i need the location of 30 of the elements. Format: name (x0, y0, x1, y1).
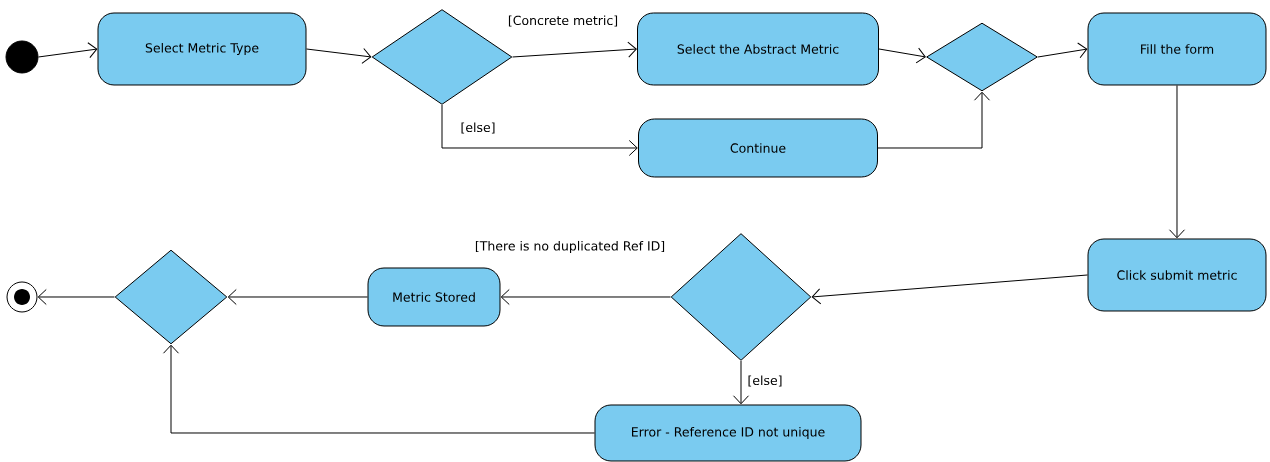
arrow (37, 289, 115, 305)
edge-label: [else] (746, 374, 784, 388)
action-box: Click submit metric (1087, 238, 1267, 312)
arrow (306, 48, 372, 64)
action-box: Continue (638, 118, 878, 178)
arrow (512, 41, 637, 58)
arrow (227, 289, 368, 305)
edge-label: [There is no duplicated Ref ID] (473, 239, 667, 255)
arrow (877, 91, 990, 149)
decision-diamond (670, 233, 812, 361)
arrow (163, 344, 595, 434)
arrow (441, 104, 638, 156)
decision-diamond (114, 249, 228, 345)
arrow (1037, 42, 1088, 59)
edge-label: [else] (459, 121, 497, 135)
arrow (811, 274, 1088, 305)
arrow (733, 360, 749, 405)
edge-label: [Concrete metric] (506, 14, 620, 28)
action-box: Select Metric Type (97, 12, 307, 86)
start-node (5, 40, 39, 74)
action-box: Error - Reference ID not unique (594, 404, 862, 462)
arrow (38, 42, 98, 59)
action-box: Select the Abstract Metric (637, 12, 879, 86)
decision-diamond (926, 22, 1038, 92)
arrow (1169, 85, 1185, 239)
arrow (500, 289, 671, 305)
action-box: Fill the form (1087, 12, 1267, 86)
end-node (6, 281, 38, 313)
arrow (878, 47, 926, 64)
action-box: Metric Stored (367, 267, 501, 327)
